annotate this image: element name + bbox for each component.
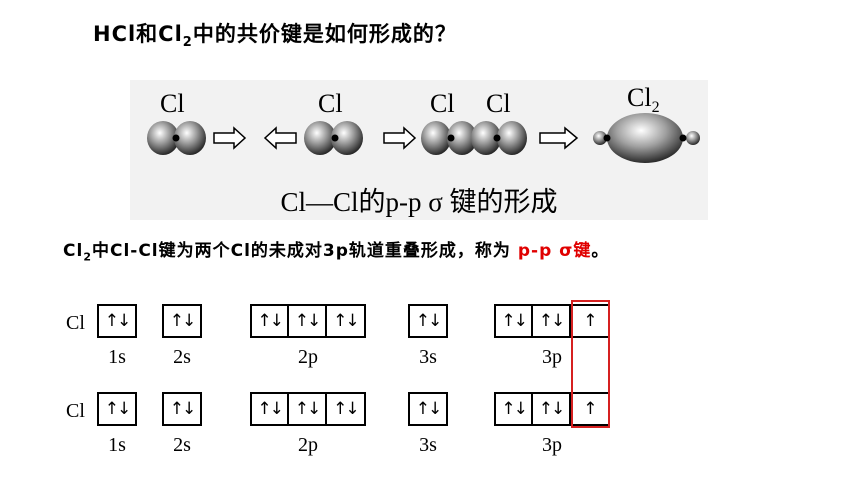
sublevel-label: 1s <box>108 434 126 456</box>
sigma-bond-orbital <box>593 113 700 163</box>
arrow-right-icon <box>383 126 417 150</box>
arrow-left-icon <box>263 126 297 150</box>
orbital-cell: ↑↓ <box>533 394 571 424</box>
orbital-cell: ↑↓ <box>533 306 571 336</box>
orbital-cell: ↑↓ <box>496 394 534 424</box>
orbital-box-2p: ↑↓ ↑↓ ↑↓ <box>250 392 366 426</box>
orbital-overlap-figure: Cl Cl Cl Cl Cl2 <box>130 80 708 220</box>
overlapping-orbitals <box>421 121 527 155</box>
orbital-cell: ↑↓ <box>333 311 360 331</box>
orbital-cell: ↑↓ <box>104 399 132 419</box>
orbital-cell: ↑↓ <box>169 311 197 331</box>
p-orbital-2 <box>304 121 363 155</box>
orbital-cell: ↑↓ <box>415 399 443 419</box>
atom-label-1: Cl <box>160 89 185 118</box>
orbital-cell: ↑↓ <box>252 306 290 336</box>
sublevel-label: 1s <box>108 346 126 368</box>
sublevel-label: 2p <box>298 346 318 368</box>
atom-label-4: Cl <box>486 89 511 118</box>
orbital-cell: ↑↓ <box>415 311 443 331</box>
page-title: HCl和Cl2中的共价键是如何形成的？ <box>93 22 457 51</box>
atom-label-row-2: Cl <box>66 400 85 422</box>
orbital-box-3p: ↑↓ ↑↓ ↑ <box>494 304 610 338</box>
atom-label-3: Cl <box>430 89 455 118</box>
atom-label-row-1: Cl <box>66 312 85 334</box>
orbital-box-2s: ↑↓ <box>162 392 202 426</box>
sublevel-label: 3s <box>419 434 437 456</box>
orbital-box-3s: ↑↓ <box>408 392 448 426</box>
orbital-cell: ↑↓ <box>496 306 534 336</box>
sublevel-label: 2s <box>173 346 191 368</box>
description: Cl2中Cl-Cl键为两个Cl的未成对3p轨道重叠形成，称为 p-p σ键。 <box>63 241 610 264</box>
orbital-cell: ↑ <box>583 399 597 419</box>
sublevel-label: 3s <box>419 346 437 368</box>
orbital-box-2p: ↑↓ ↑↓ ↑↓ <box>250 304 366 338</box>
overlap-highlight-box <box>571 300 610 428</box>
sublevel-label: 3p <box>542 434 562 456</box>
orbital-box-1s: ↑↓ <box>97 392 137 426</box>
arrow-right-icon <box>213 126 247 150</box>
sublevel-label: 2s <box>173 434 191 456</box>
orbital-cell: ↑ <box>583 311 597 331</box>
orbital-cell: ↑↓ <box>289 306 327 336</box>
sublevel-label: 3p <box>542 346 562 368</box>
arrow-right-icon <box>539 126 579 150</box>
orbital-cell: ↑↓ <box>169 399 197 419</box>
orbital-box-3s: ↑↓ <box>408 304 448 338</box>
orbital-box-1s: ↑↓ <box>97 304 137 338</box>
figure-caption: Cl—Cl的p-p σ 键的形成 <box>280 187 558 217</box>
orbital-cell: ↑↓ <box>104 311 132 331</box>
molecule-label: Cl2 <box>627 83 660 116</box>
overlap-diagram: Cl Cl Cl Cl Cl2 <box>147 83 700 163</box>
atom-label-2: Cl <box>318 89 343 118</box>
orbital-box-2s: ↑↓ <box>162 304 202 338</box>
orbital-cell: ↑↓ <box>289 394 327 424</box>
sublevel-label: 2p <box>298 434 318 456</box>
p-orbital-1 <box>147 121 206 155</box>
orbital-cell: ↑↓ <box>252 394 290 424</box>
orbital-cell: ↑↓ <box>333 399 360 419</box>
